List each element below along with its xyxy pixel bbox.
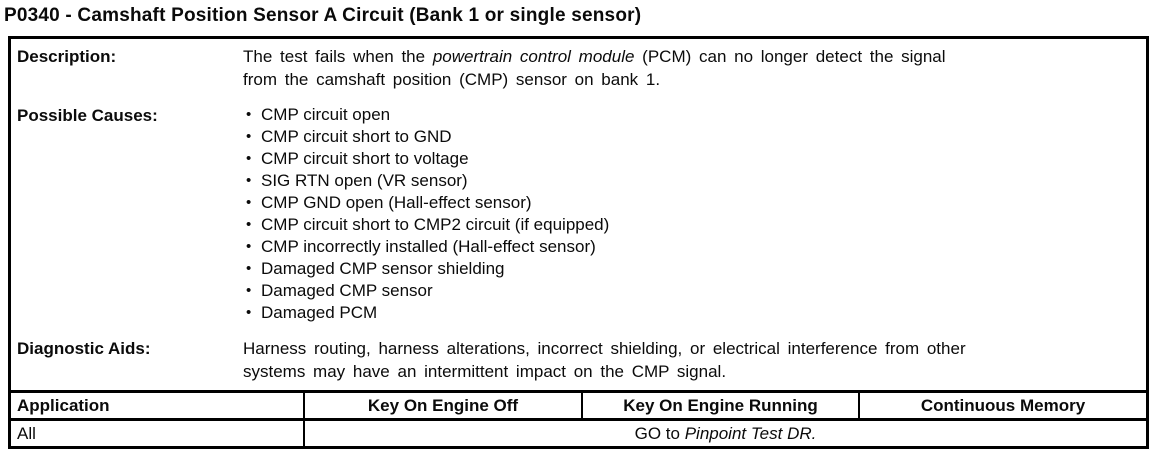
cause-item: CMP incorrectly installed (Hall-effect s…	[241, 236, 1146, 258]
col-header-continuous-memory: Continuous Memory	[920, 396, 1086, 415]
test-action-cell: GO to Pinpoint Test DR.	[305, 421, 1146, 446]
possible-causes-label: Possible Causes:	[17, 106, 158, 125]
dtc-test-matrix: Application Key On Engine Off Key On Eng…	[11, 390, 1146, 446]
possible-causes-list: CMP circuit open CMP circuit short to GN…	[239, 104, 1146, 324]
cause-item: CMP GND open (Hall-effect sensor)	[241, 192, 1146, 214]
test-action-prefix: GO to	[634, 424, 685, 443]
cause-item: SIG RTN open (VR sensor)	[241, 170, 1146, 192]
cause-item: CMP circuit short to voltage	[241, 148, 1146, 170]
diagnostic-aids-label: Diagnostic Aids:	[17, 339, 151, 358]
cause-item: CMP circuit short to GND	[241, 126, 1146, 148]
cause-item: CMP circuit open	[241, 104, 1146, 126]
description-text: The test fails when the powertrain contr…	[239, 45, 1146, 91]
description-row: Description: The test fails when the pow…	[11, 45, 1146, 91]
possible-causes-row: Possible Causes: CMP circuit open CMP ci…	[11, 104, 1146, 324]
diagnostic-aids-text: Harness routing, harness alterations, in…	[243, 339, 966, 381]
diagnostic-aids-row: Diagnostic Aids: Harness routing, harnes…	[11, 337, 1146, 383]
description-text-end: (PCM) can no longer detect the signal fr…	[243, 47, 946, 89]
description-text-italic: powertrain control module	[432, 47, 635, 66]
cause-item: Damaged CMP sensor shielding	[241, 258, 1146, 280]
cause-item: Damaged PCM	[241, 302, 1146, 324]
description-label: Description:	[17, 47, 117, 66]
cause-item: Damaged CMP sensor	[241, 280, 1146, 302]
matrix-data-row: All GO to Pinpoint Test DR.	[11, 421, 1146, 446]
description-text-start: The test fails when the	[243, 47, 433, 66]
col-header-key-on-engine-off: Key On Engine Off	[305, 393, 583, 418]
application-value: All	[11, 421, 305, 446]
col-header-application: Application	[11, 393, 305, 418]
col-header-key-on-engine-running: Key On Engine Running	[583, 393, 860, 418]
test-action-reference: Pinpoint Test DR.	[684, 424, 817, 443]
possible-causes-content: CMP circuit open CMP circuit short to GN…	[239, 104, 1146, 324]
dtc-title: P0340 - Camshaft Position Sensor A Circu…	[4, 5, 642, 26]
matrix-header-row: Application Key On Engine Off Key On Eng…	[11, 393, 1146, 421]
cause-item: CMP circuit short to CMP2 circuit (if eq…	[241, 214, 1146, 236]
dtc-info-table: Description: The test fails when the pow…	[8, 36, 1149, 449]
dtc-info-upper-section: Description: The test fails when the pow…	[11, 39, 1146, 390]
